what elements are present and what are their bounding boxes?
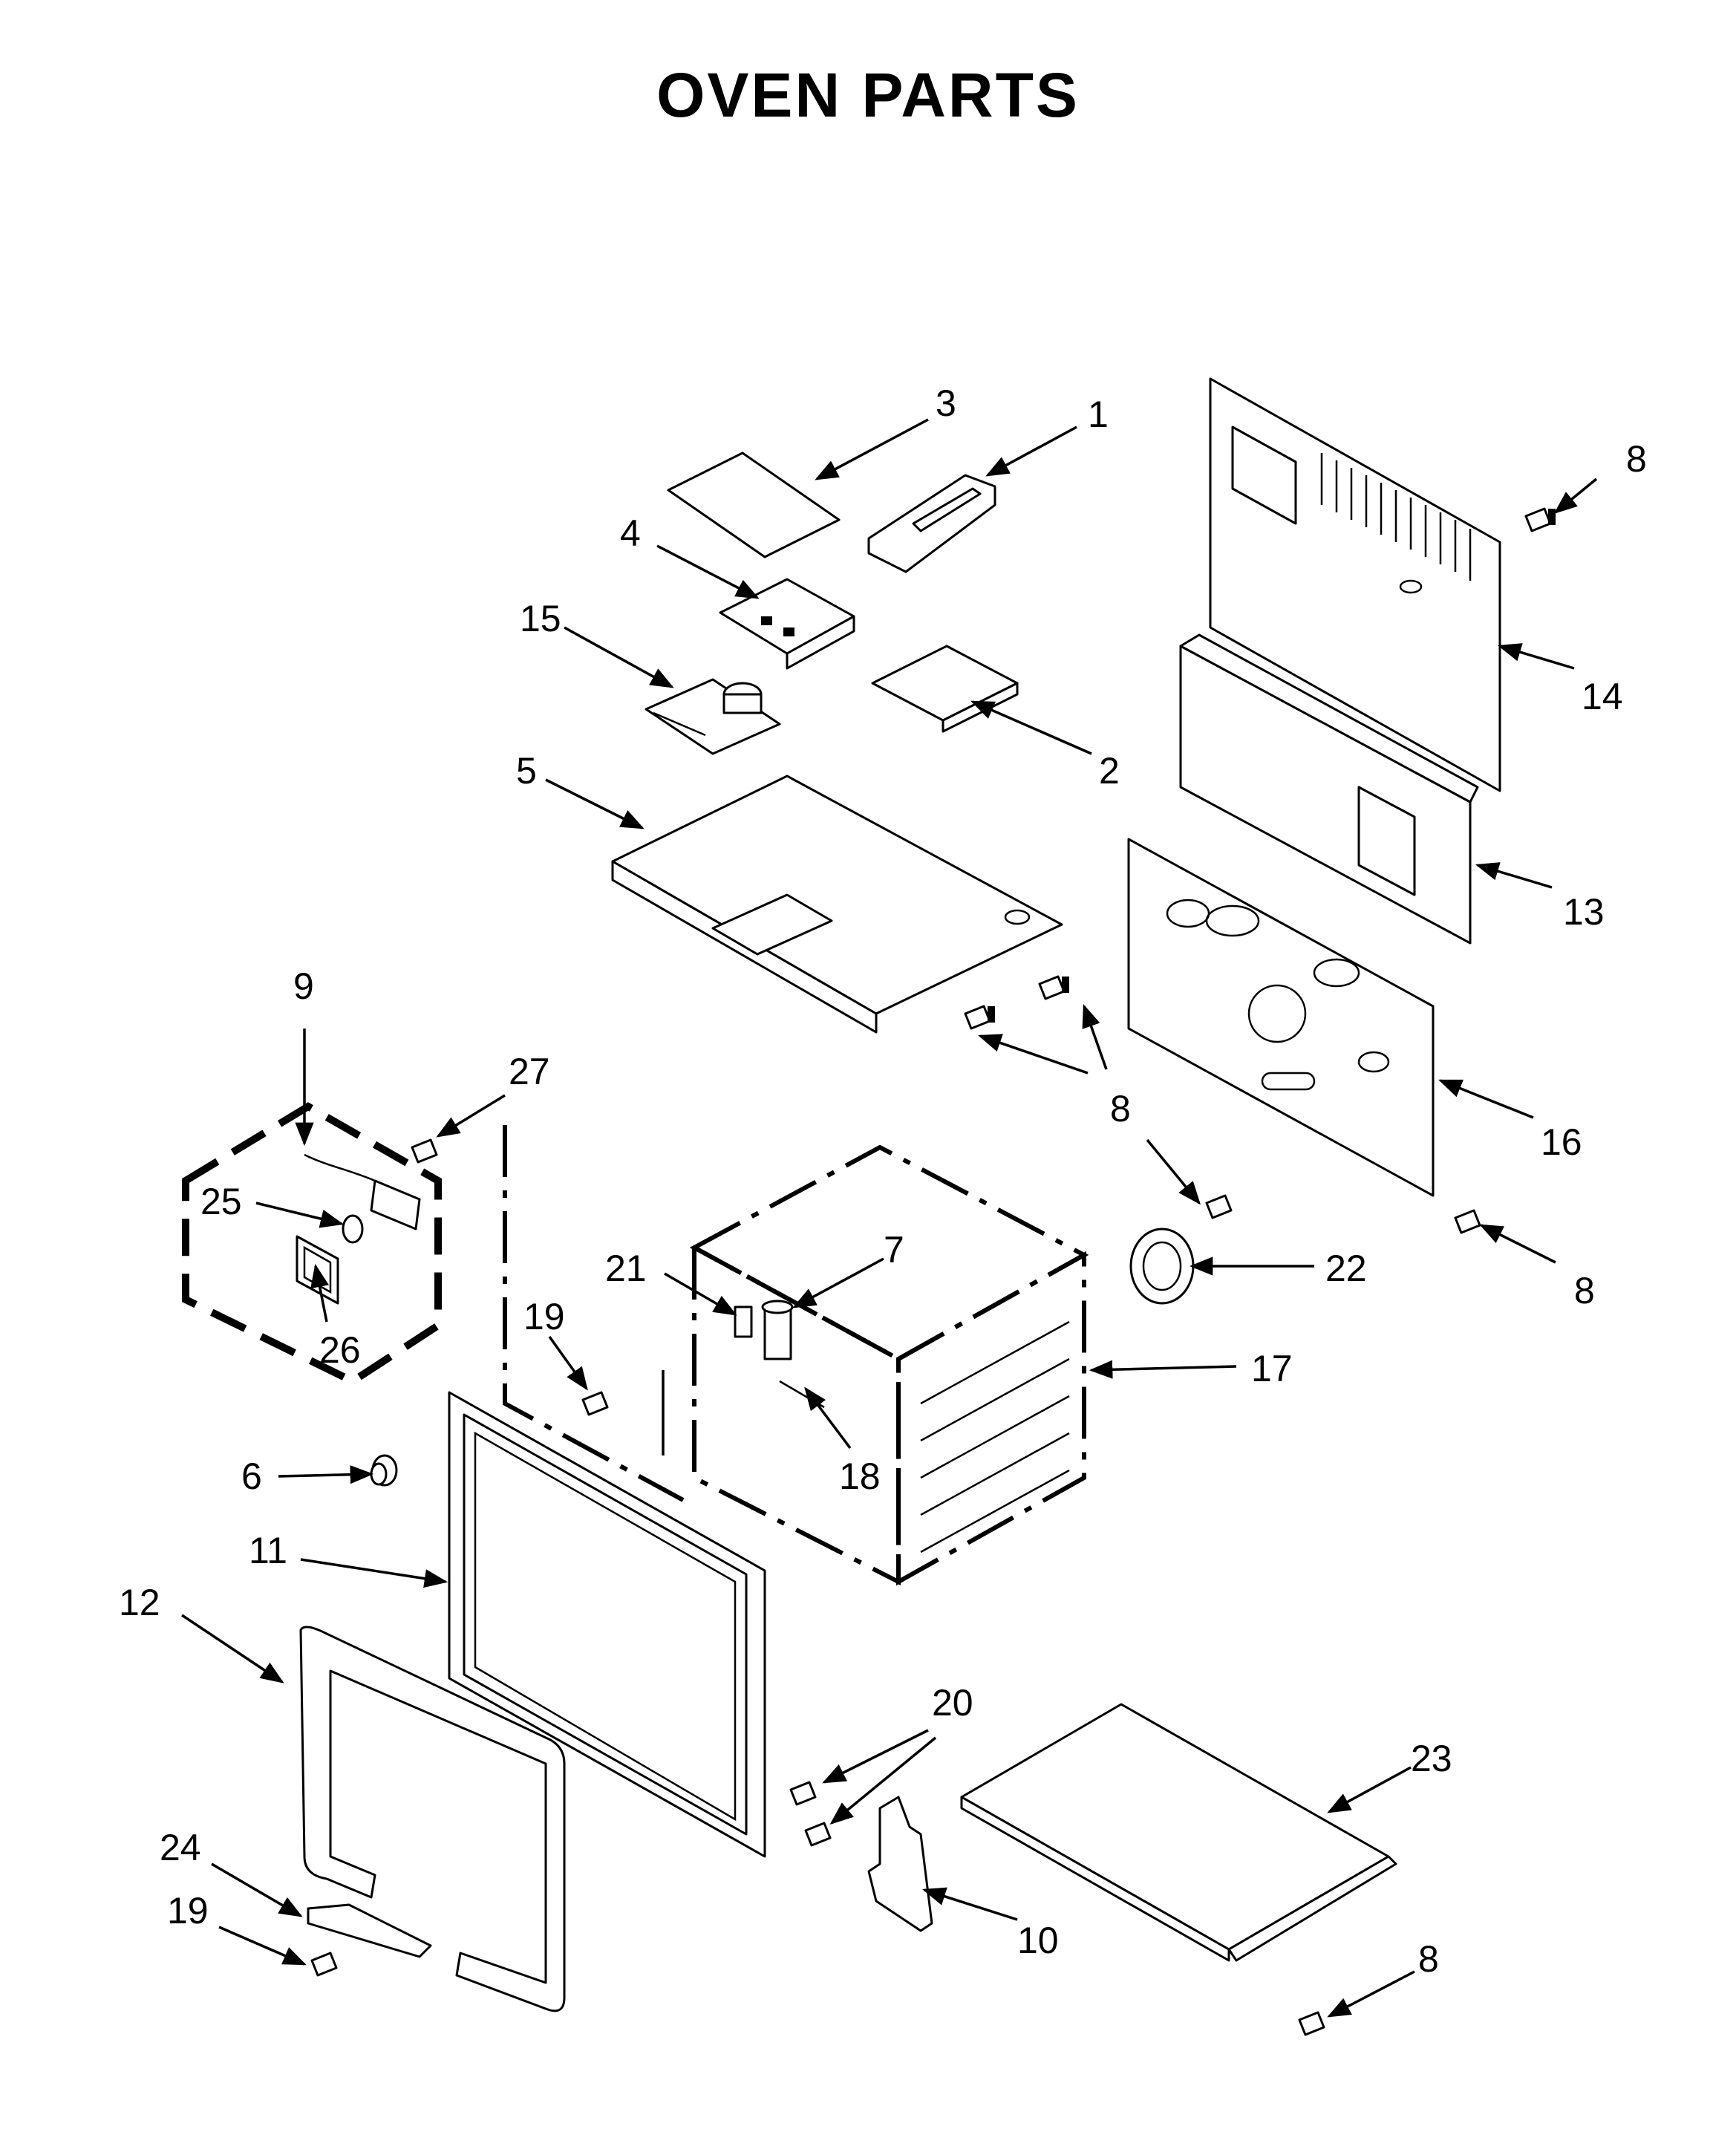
part-17-oven-cavity[interactable] <box>689 1144 1089 1586</box>
light-socket <box>304 1153 421 1230</box>
callout-14: 14 <box>1582 676 1623 717</box>
callout-20: 20 <box>932 1682 973 1724</box>
part-25-lamp[interactable] <box>342 1214 364 1244</box>
callout-18: 18 <box>839 1455 881 1497</box>
screw-20-b[interactable] <box>804 1822 832 1847</box>
callout-8-middle: 8 <box>1110 1088 1131 1129</box>
part-11-door-frame[interactable] <box>448 1391 766 1858</box>
screw-8-cavity-b[interactable] <box>964 1005 995 1030</box>
screw-19-hinge[interactable] <box>310 1952 338 1977</box>
part-5-top-plate[interactable] <box>611 775 1063 1034</box>
callout-8-right: 8 <box>1574 1270 1595 1311</box>
part-6-spacer[interactable] <box>370 1454 398 1487</box>
part-16-back-wall[interactable] <box>1127 838 1435 1197</box>
part-9-light-assembly-group[interactable] <box>182 1102 442 1386</box>
callout-1: 1 <box>1088 394 1109 435</box>
callout-10: 10 <box>1017 1920 1059 1961</box>
part-2-tray[interactable] <box>871 645 1019 733</box>
callout-12: 12 <box>119 1582 160 1623</box>
part-1-bracket[interactable] <box>867 474 996 573</box>
screw-19-door[interactable] <box>581 1391 609 1416</box>
part-7-element-bracket[interactable] <box>761 1300 794 1360</box>
callout-17: 17 <box>1251 1348 1293 1389</box>
callout-23: 23 <box>1411 1738 1452 1779</box>
callout-3: 3 <box>936 382 956 424</box>
part-21-sensor[interactable] <box>734 1305 753 1338</box>
leader-arrows <box>181 418 1598 2018</box>
part-3-cover-plate[interactable] <box>667 451 841 558</box>
part-13-shield-panel[interactable] <box>1179 633 1479 945</box>
part-22-thermostat-plate[interactable] <box>1129 1228 1195 1305</box>
callout-26: 26 <box>319 1329 361 1371</box>
part-4-control-board[interactable] <box>719 578 855 670</box>
callout-24: 24 <box>160 1827 201 1868</box>
part-23-bottom-tray[interactable] <box>960 1703 1397 1962</box>
callout-11: 11 <box>249 1530 287 1571</box>
part-14-rear-panel[interactable] <box>1209 377 1501 792</box>
part-10-hinge-bracket[interactable] <box>867 1796 933 1932</box>
callout-5: 5 <box>516 750 537 792</box>
screw-8-top-right[interactable] <box>1524 507 1556 532</box>
part-15-relay-assembly[interactable] <box>645 678 781 755</box>
screw-27[interactable] <box>411 1138 438 1164</box>
screw-20-a[interactable] <box>789 1781 817 1806</box>
callout-2: 2 <box>1099 750 1120 792</box>
callout-15: 15 <box>520 598 561 639</box>
callout-21: 21 <box>605 1248 647 1289</box>
screw-8-gasket[interactable] <box>1205 1194 1233 1219</box>
callout-9: 9 <box>293 965 314 1007</box>
callout-4: 4 <box>620 512 641 554</box>
screw-8-bottom-tray[interactable] <box>1298 2011 1325 2036</box>
callout-6: 6 <box>241 1455 262 1497</box>
callout-13: 13 <box>1563 891 1605 933</box>
part-24-hinge-receiver[interactable] <box>307 1903 432 1958</box>
callout-22: 22 <box>1325 1248 1367 1289</box>
part-12-door-gasket[interactable] <box>299 1626 566 2012</box>
screw-8-back-wall[interactable] <box>1454 1209 1481 1234</box>
callout-8-top: 8 <box>1626 438 1647 480</box>
callout-16: 16 <box>1541 1121 1582 1163</box>
callout-19-bottom: 19 <box>167 1890 209 1931</box>
callout-25: 25 <box>200 1181 242 1222</box>
callout-7: 7 <box>884 1229 904 1271</box>
screws <box>310 507 1556 2036</box>
page-title: OVEN PARTS <box>656 60 1080 130</box>
callout-27: 27 <box>509 1051 550 1092</box>
screw-8-cavity-a[interactable] <box>1038 975 1069 1000</box>
callout-19-top: 19 <box>523 1296 565 1337</box>
callout-8-bottom: 8 <box>1418 1938 1439 1980</box>
callout-labels: 3 1 4 15 2 5 8 14 13 16 8 22 8 17 9 27 2… <box>119 382 1647 1980</box>
